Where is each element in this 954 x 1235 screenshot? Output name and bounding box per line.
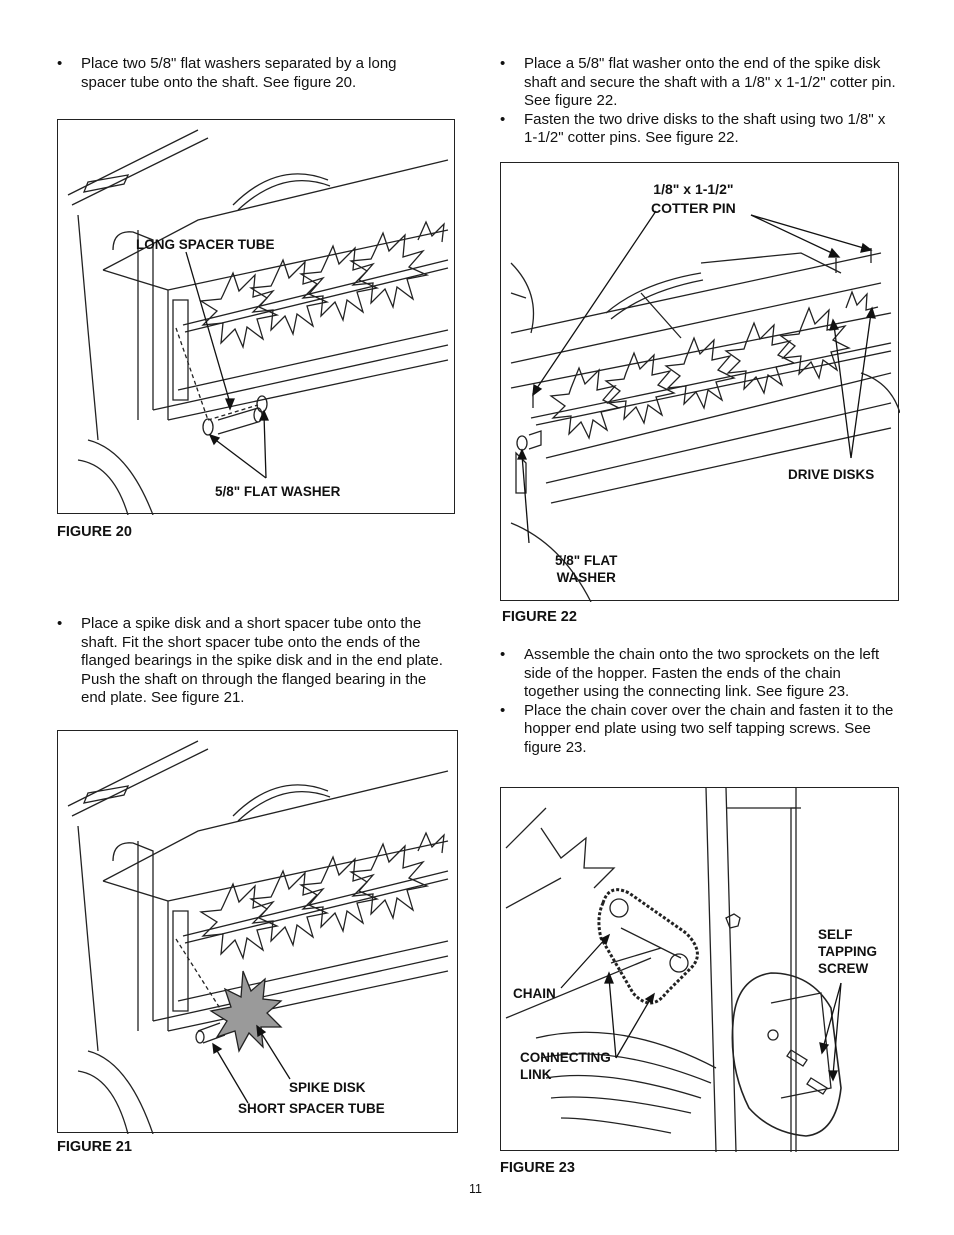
self-tapping-line3: SCREW xyxy=(818,961,869,976)
instructions-fig22: Place a 5/8" flat washer onto the end of… xyxy=(500,55,900,148)
callout-self-tapping-screw: SELF TAPPING SCREW xyxy=(818,926,877,977)
figure-20-illustration: LONG SPACER TUBE 5/8" FLAT WASHER xyxy=(57,119,455,515)
callout-flat-washer: 5/8" FLAT WASHER xyxy=(555,552,617,586)
flat-washer-name: WASHER xyxy=(556,570,616,585)
instruction-step: Assemble the chain onto the two sprocket… xyxy=(500,646,900,702)
figure-21-caption: FIGURE 21 xyxy=(57,1139,132,1155)
instruction-step: Place the chain cover over the chain and… xyxy=(500,702,900,758)
figure-23-caption: FIGURE 23 xyxy=(500,1160,575,1176)
callout-short-spacer-tube: SHORT SPACER TUBE xyxy=(238,1101,385,1116)
figure-21-illustration: SPIKE DISK SHORT SPACER TUBE xyxy=(57,730,458,1134)
connecting-link-line2: LINK xyxy=(520,1067,552,1082)
callout-connecting-link: CONNECTING LINK xyxy=(520,1049,611,1083)
callout-drive-disks: DRIVE DISKS xyxy=(788,467,875,482)
cotter-pin-name: COTTER PIN xyxy=(651,200,736,216)
page-number: 11 xyxy=(469,1182,482,1196)
instruction-step: Place two 5/8" flat washers separated by… xyxy=(57,55,437,92)
cotter-pin-size: 1/8" x 1-1/2" xyxy=(653,181,734,197)
figure-20-caption: FIGURE 20 xyxy=(57,524,132,540)
self-tapping-line1: SELF xyxy=(818,927,853,942)
callout-chain: CHAIN xyxy=(513,986,556,1001)
callout-long-spacer-tube: LONG SPACER TUBE xyxy=(136,237,275,252)
instruction-step: Place a 5/8" flat washer onto the end of… xyxy=(500,55,900,111)
instructions-fig21: Place a spike disk and a short spacer tu… xyxy=(57,615,447,708)
callout-flat-washer: 5/8" FLAT WASHER xyxy=(215,484,341,499)
aerator-shaft-drawing xyxy=(67,129,449,515)
figure-22-illustration: 1/8" x 1-1/2" COTTER PIN DRIVE DISKS 5/8… xyxy=(500,162,900,602)
callout-cotter-pin: 1/8" x 1-1/2" COTTER PIN xyxy=(651,180,736,218)
instructions-fig20: Place two 5/8" flat washers separated by… xyxy=(57,55,437,92)
chain-cover-drawing xyxy=(505,788,842,1152)
figure-23-illustration: CHAIN CONNECTING LINK SELF TAPPING SCREW xyxy=(500,787,899,1152)
self-tapping-line2: TAPPING xyxy=(818,944,878,959)
flat-washer-size: 5/8" FLAT xyxy=(555,553,618,568)
callout-spike-disk: SPIKE DISK xyxy=(289,1080,366,1095)
instruction-step: Fasten the two drive disks to the shaft … xyxy=(500,111,900,148)
figure-22-caption: FIGURE 22 xyxy=(502,609,577,625)
aerator-drive-disks-drawing xyxy=(510,210,900,602)
spike-disk-part xyxy=(209,970,283,1053)
instructions-fig23: Assemble the chain onto the two sprocket… xyxy=(500,646,900,757)
instruction-step: Place a spike disk and a short spacer tu… xyxy=(57,615,447,708)
connecting-link-line1: CONNECTING xyxy=(520,1050,611,1065)
aerator-spike-disk-drawing xyxy=(67,740,449,1134)
